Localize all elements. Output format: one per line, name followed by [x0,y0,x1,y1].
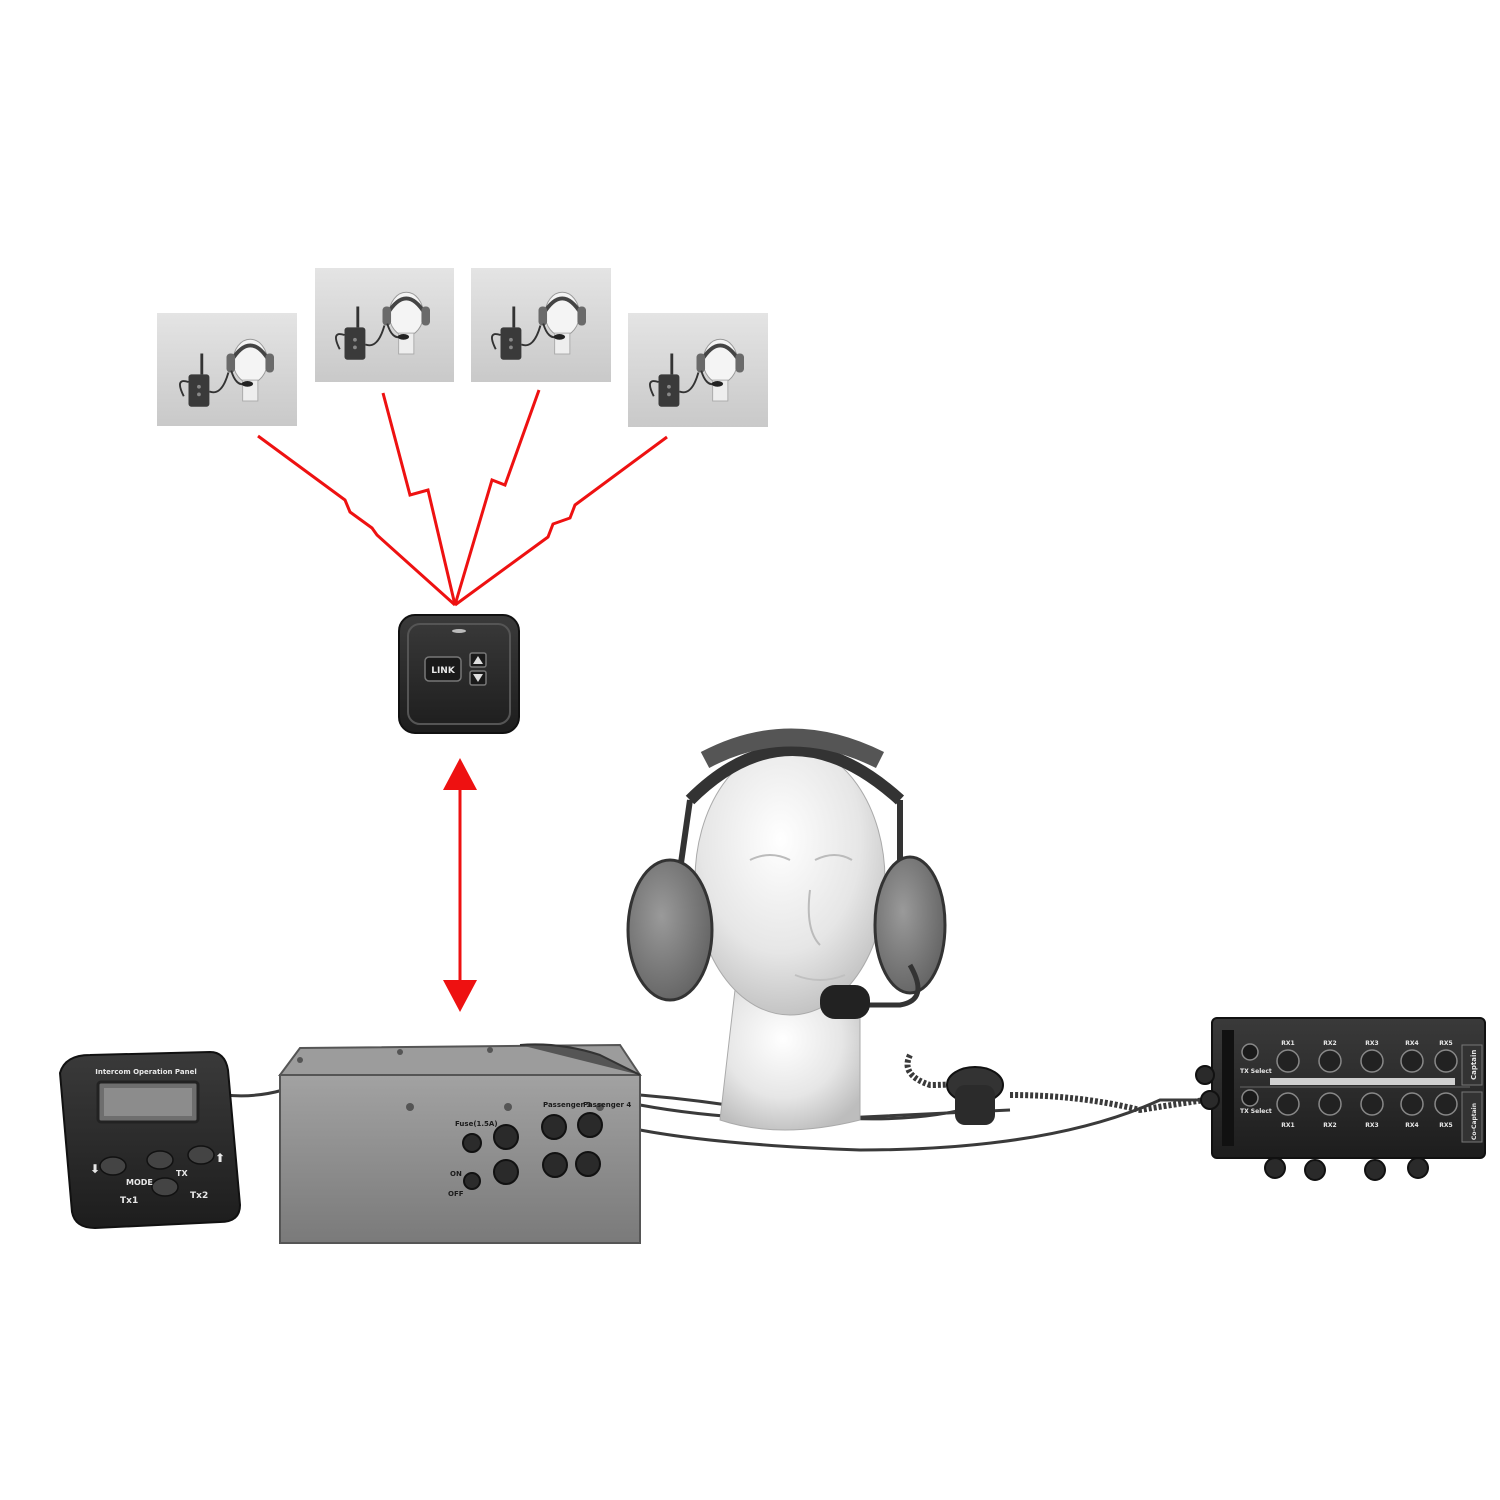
copilot-label: Co-Captain [1471,1103,1478,1140]
rx-bottom-row: RX1 RX2 RX3 RX4 RX5 [1276,1092,1458,1129]
tx-select-knob-icon [1241,1043,1259,1061]
double-arrow-base-to-main [443,758,477,1012]
tx1-label: Tx1 [120,1196,138,1206]
connector-icon [541,1114,567,1140]
off-label: OFF [448,1190,464,1198]
tx-select-top-label: TX Select [1240,1068,1272,1075]
on-label: ON [450,1170,462,1178]
right-ear-cup [873,855,947,995]
connector-icon [1195,1065,1215,1085]
tx-select-bottom-label: TX Select [1240,1108,1272,1115]
connector-icon [493,1159,519,1185]
left-ear-cup [626,858,714,1002]
wireless-headset-3 [471,268,611,382]
wireless-link-1 [257,434,457,607]
rx-channel-label: RX2 [1323,1040,1336,1047]
rx-channel-label: RX4 [1405,1040,1418,1047]
arrow-down-icon [443,980,477,1012]
rx-volume-knob-icon [1360,1049,1384,1073]
connector-icon [575,1151,601,1177]
rx-channel-label: RX5 [1439,1122,1452,1129]
down-arrow-button [99,1156,127,1176]
mode-label: MODE [126,1178,153,1187]
rx-channel-label: RX1 [1281,1040,1294,1047]
triangle-down-icon [473,674,483,682]
triangle-up-icon [473,656,483,664]
wireless-link-4 [454,435,668,607]
tx2-label: Tx2 [190,1191,208,1201]
rx-channel-label: RX4 [1405,1122,1418,1129]
connector-icon [493,1124,519,1150]
connector-icon [1407,1157,1429,1179]
connector-icon [1364,1159,1386,1181]
panel-title: Intercom Operation Panel [95,1068,196,1076]
fuse-label: Fuse(1.5A) [455,1120,498,1128]
wireless-headset-4 [628,313,768,427]
tx-button [151,1177,179,1197]
captain-label: Captain [1470,1050,1478,1080]
connector-icon [542,1152,568,1178]
fuse-holder-icon [462,1133,482,1153]
tx-select-knob-icon [1241,1089,1259,1107]
connector-icon [1264,1157,1286,1179]
connector-icon [577,1112,603,1138]
wireless-headset-1 [157,313,297,426]
wired-headset-on-mannequin [626,728,1004,1131]
rx-top-row: RX1 RX2 RX3 RX4 RX5 [1270,1040,1458,1085]
microphone-icon [820,985,870,1019]
rx-channel-label: RX5 [1439,1040,1452,1047]
rx-volume-knob-icon [1276,1049,1300,1073]
wireless-link-lines [257,389,668,607]
wireless-base-station: LINK [398,614,520,734]
wireless-headset-2 [315,268,454,382]
connector-icon [1304,1159,1326,1181]
rx-channel-label: RX3 [1365,1122,1378,1129]
audio-control-box: Captain Co-Captain TX Select TX Select R… [1195,1017,1486,1181]
rx-volume-knob-icon [1318,1092,1342,1116]
control-box-bottom-connectors [1264,1157,1429,1181]
wireless-link-2 [381,392,457,606]
rx-volume-knob-icon [1434,1049,1458,1073]
rx-volume-knob-icon [1360,1092,1384,1116]
intercom-main-unit: Fuse(1.5A) Passenger 3 Passenger 4 ON OF… [278,1043,642,1244]
wireless-link-3 [453,389,541,606]
rx-volume-knob-icon [1400,1049,1424,1073]
rx-channel-label: RX2 [1323,1122,1336,1129]
rx-channel-label: RX3 [1365,1040,1378,1047]
rx-volume-knob-icon [1318,1049,1342,1073]
passenger4-label: Passenger 4 [583,1101,631,1109]
rx-volume-knob-icon [1276,1092,1300,1116]
rx-channel-label: RX1 [1281,1122,1294,1129]
power-switch-icon [463,1172,481,1190]
connector-icon [1200,1090,1220,1110]
label-strip [1270,1078,1455,1085]
passenger3-label: Passenger 3 [543,1101,591,1109]
link-button-label: LINK [431,666,456,676]
main-unit-connectors [493,1112,603,1185]
arrow-up-glyph-icon: ⬆ [215,1151,225,1165]
rx-volume-knob-icon [1400,1092,1424,1116]
status-led-icon [452,629,466,633]
arrow-up-icon [443,758,477,790]
arrow-down-glyph-icon: ⬇ [90,1162,100,1176]
tx-label: TX [176,1169,188,1178]
up-arrow-button [187,1145,215,1165]
link-button [424,656,462,682]
mode-button [146,1150,174,1170]
intercom-operation-panel: Intercom Operation Panel ⬇ ⬆ MODE TX Tx1… [58,1050,242,1230]
rx-volume-knob-icon [1434,1092,1458,1116]
